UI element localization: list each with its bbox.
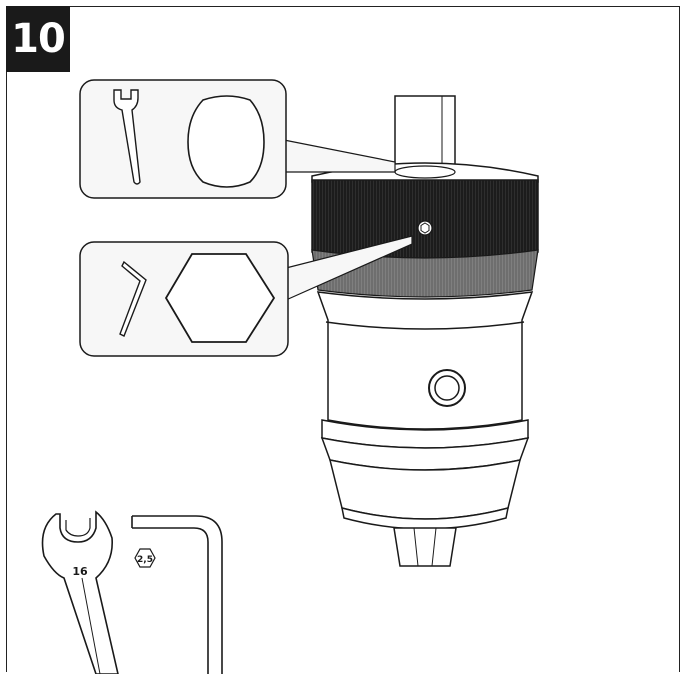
hex-key-icon — [119, 260, 147, 337]
chuck-knurled-ring — [311, 179, 539, 298]
tool-wrench-16: 16 — [41, 510, 119, 674]
step-number-badge: 10 — [6, 6, 70, 72]
callout-wrench-flats — [79, 79, 396, 199]
chuck-body — [316, 291, 534, 530]
open-wrench-icon — [113, 89, 141, 185]
hexagon-icon — [164, 253, 276, 343]
callout-hex-key — [79, 235, 413, 357]
spindle-flats-icon — [187, 95, 265, 188]
hex-size-badge — [134, 548, 156, 568]
wrench-size-label: 16 — [72, 565, 88, 578]
page-frame — [6, 6, 680, 672]
spindle-shaft — [394, 95, 456, 171]
tool-hex-key-2-5: 2,5 — [131, 515, 223, 674]
grub-screw — [417, 220, 433, 236]
chuck-jaws — [393, 527, 457, 567]
hex-key-size-label: 2,5 — [137, 555, 153, 565]
